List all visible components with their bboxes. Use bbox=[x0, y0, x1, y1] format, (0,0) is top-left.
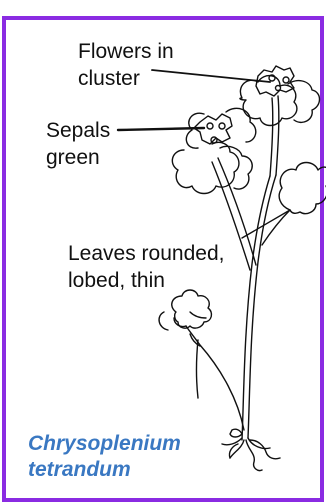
main-stem bbox=[248, 175, 276, 438]
lower-leaf-cluster bbox=[159, 290, 244, 430]
middle-flower-cluster bbox=[172, 108, 255, 193]
leaves-label-line-1: Leaves rounded, bbox=[68, 242, 224, 265]
species-epithet: tetrandum bbox=[28, 457, 181, 483]
species-genus: Chrysoplenium bbox=[28, 431, 181, 457]
upper-flower-cluster bbox=[240, 66, 320, 126]
flowers-label-line-2: cluster bbox=[78, 67, 140, 90]
flowers-label: Flowers in cluster bbox=[78, 38, 174, 92]
species-caption: Chrysoplenium tetrandum bbox=[28, 431, 181, 483]
leaves-label: Leaves rounded, lobed, thin bbox=[68, 240, 224, 294]
flowers-label-line-1: Flowers in bbox=[78, 40, 174, 63]
sepals-label-line-1: Sepals bbox=[46, 119, 110, 142]
sepals-label-line-2: green bbox=[46, 146, 100, 169]
roots bbox=[222, 429, 280, 470]
lobed-leaf bbox=[279, 163, 326, 214]
sepals-label: Sepals green bbox=[46, 117, 110, 171]
leaves-label-line-2: lobed, thin bbox=[68, 269, 165, 292]
upper-branch-2 bbox=[276, 96, 279, 175]
upper-branch bbox=[270, 98, 273, 176]
